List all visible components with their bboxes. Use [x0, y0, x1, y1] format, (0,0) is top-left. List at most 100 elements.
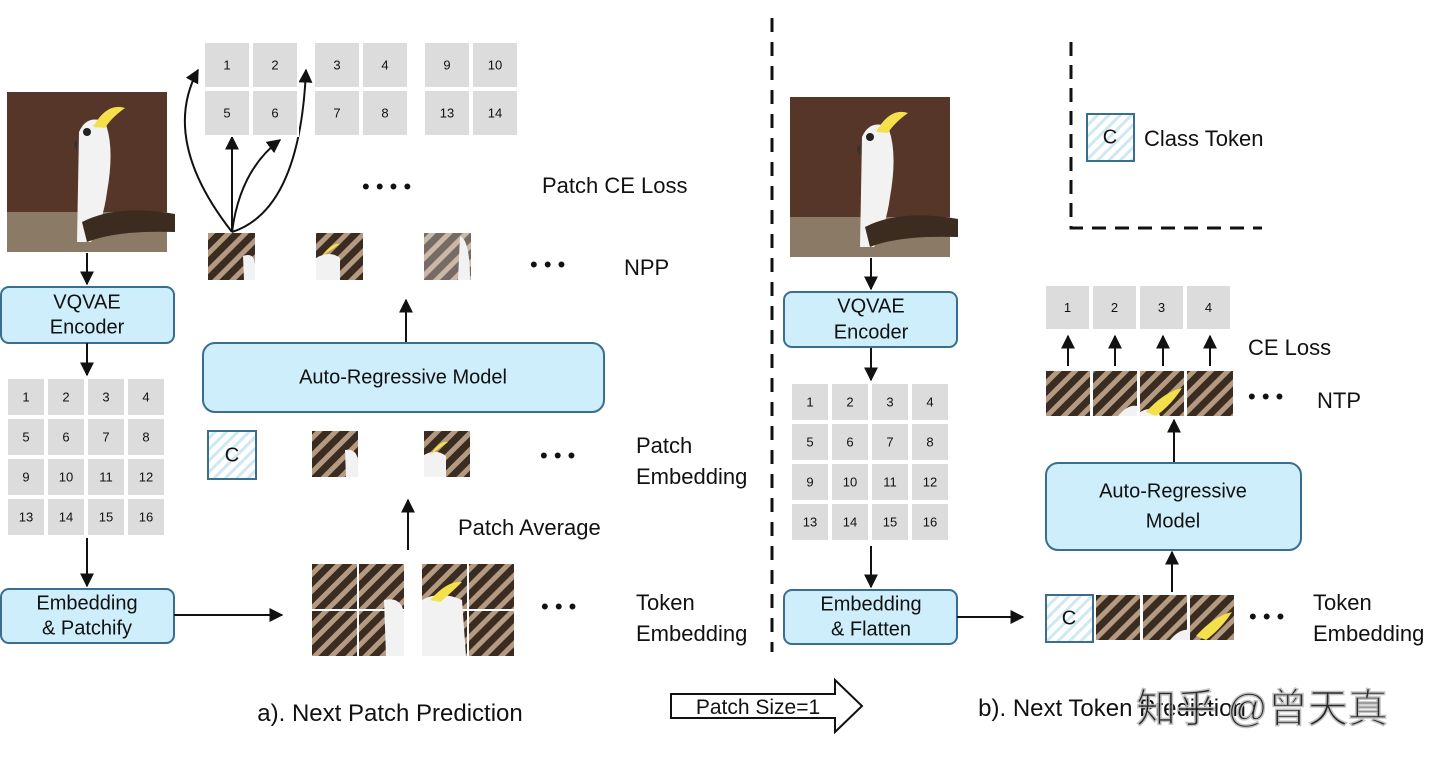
left-grid-cell	[126, 377, 166, 417]
class-token-left-letter: C	[225, 444, 239, 466]
npp-label: NPP	[624, 255, 669, 280]
npp-ellipsis: • • •	[530, 252, 565, 277]
output-cell	[1044, 284, 1091, 331]
token-embedding-group-2	[422, 564, 514, 656]
vqvae-encoder-right-line2: Encoder	[834, 321, 909, 343]
top-group-3-cell-number: 13	[440, 105, 454, 120]
right-grid-cell	[830, 422, 870, 462]
left-grid-cell	[46, 457, 86, 497]
patch-embedding-label-2: Embedding	[636, 464, 747, 489]
left-grid-cell-number: 6	[62, 429, 69, 444]
top-group-1-cell	[203, 41, 251, 89]
left-grid-cell-number: 8	[142, 429, 149, 444]
right-grid-cell	[910, 422, 950, 462]
right-grid-cell-number: 13	[803, 514, 817, 529]
embedding-flatten-box: Embedding & Flatten	[783, 589, 958, 645]
left-grid-cell-number: 1	[22, 389, 29, 404]
left-grid-cell	[6, 497, 46, 537]
output-cell-number: 4	[1205, 300, 1212, 315]
ntp-token-1	[1046, 371, 1090, 416]
embed-flatten-line1: Embedding	[820, 593, 921, 615]
left-grid-cell-number: 14	[59, 509, 73, 524]
output-cell-number: 2	[1111, 300, 1118, 315]
right-grid-cell-number: 10	[843, 474, 857, 489]
right-grid-cell-number: 6	[846, 434, 853, 449]
right-grid-cell-number: 8	[926, 434, 933, 449]
right-grid-cell-number: 3	[886, 394, 893, 409]
output-cell-number: 3	[1158, 300, 1165, 315]
token-embedding-label-right-2: Embedding	[1313, 621, 1424, 646]
right-grid-cell-number: 4	[926, 394, 933, 409]
legend-frame	[1069, 42, 1262, 230]
left-grid-cell	[46, 377, 86, 417]
top-group-2-cell	[313, 41, 361, 89]
ar-model-left-label: Auto-Regressive Model	[299, 366, 507, 388]
right-grid-cell	[870, 382, 910, 422]
top-group-2-cell-number: 8	[381, 105, 388, 120]
top-group-2-cell	[361, 41, 409, 89]
right-grid-cell-number: 16	[923, 514, 937, 529]
left-grid-cell-number: 11	[99, 469, 113, 484]
right-grid-cell-number: 7	[886, 434, 893, 449]
patch-embedding-label-1: Patch	[636, 433, 692, 458]
top-group-2-cell	[313, 89, 361, 137]
ar-model-right-line2: Model	[1146, 510, 1200, 532]
left-grid-cell-number: 13	[19, 509, 33, 524]
token-embedding-group-1	[312, 564, 404, 656]
ce-loss-label: CE Loss	[1248, 335, 1331, 360]
cockatoo-image-right	[790, 97, 958, 257]
top-group-2-cell	[361, 89, 409, 137]
ntp-token-4	[1187, 371, 1233, 416]
ntp-ellipsis: • • •	[1248, 384, 1283, 409]
right-grid-cell	[910, 462, 950, 502]
top-group-2-cell-number: 7	[333, 105, 340, 120]
right-grid-cell-number: 14	[843, 514, 857, 529]
left-grid-cell	[86, 417, 126, 457]
top-group-3-cell-number: 14	[488, 105, 502, 120]
embed-patchify-line2: & Patchify	[42, 617, 132, 639]
caption-left: a). Next Patch Prediction	[257, 700, 522, 727]
top-group-3-cell	[423, 41, 471, 89]
auto-regressive-model-left: Auto-Regressive Model	[202, 342, 605, 413]
token-embedding-label-left-1: Token	[636, 590, 695, 615]
top-group-3-cell	[423, 89, 471, 137]
right-grid-cell	[910, 502, 950, 542]
embed-patchify-line1: Embedding	[36, 592, 137, 614]
right-grid-cell	[830, 382, 870, 422]
vqvae-encoder-left-line1: VQVAE	[53, 291, 120, 313]
right-grid-cell	[790, 382, 830, 422]
output-cell	[1138, 284, 1185, 331]
patch-average-label: Patch Average	[458, 515, 601, 540]
left-grid-cell-number: 2	[62, 389, 69, 404]
top-group-3-cell-number: 9	[443, 57, 450, 72]
vqvae-encoder-right-line1: VQVAE	[837, 295, 904, 317]
class-token-right: C	[1045, 594, 1094, 643]
cockatoo-image-left	[7, 92, 175, 252]
left-grid-cell	[6, 457, 46, 497]
right-grid-cell-number: 1	[806, 394, 813, 409]
right-grid-cell-number: 15	[883, 514, 897, 529]
left-grid-cell	[126, 497, 166, 537]
output-cell	[1091, 284, 1138, 331]
left-grid-cell-number: 5	[22, 429, 29, 444]
right-grid-cell	[870, 462, 910, 502]
patch-ce-loss-label: Patch CE Loss	[542, 173, 688, 198]
right-grid-cell	[790, 502, 830, 542]
watermark: 知乎 @曾天真	[1136, 687, 1388, 731]
left-grid-cell	[6, 377, 46, 417]
auto-regressive-model-right: Auto-Regressive Model	[1045, 462, 1302, 551]
top-group-3-cell-number: 10	[488, 57, 502, 72]
flat-token-1	[1096, 595, 1140, 640]
patch-size-arrow: Patch Size=1	[670, 677, 864, 735]
right-grid-cell-number: 11	[883, 474, 897, 489]
right-grid-cell	[830, 462, 870, 502]
left-grid-cell-number: 3	[102, 389, 109, 404]
top-group-1-cell	[251, 89, 299, 137]
right-grid-cell-number: 5	[806, 434, 813, 449]
token-embedding-label-right-1: Token	[1313, 590, 1372, 615]
